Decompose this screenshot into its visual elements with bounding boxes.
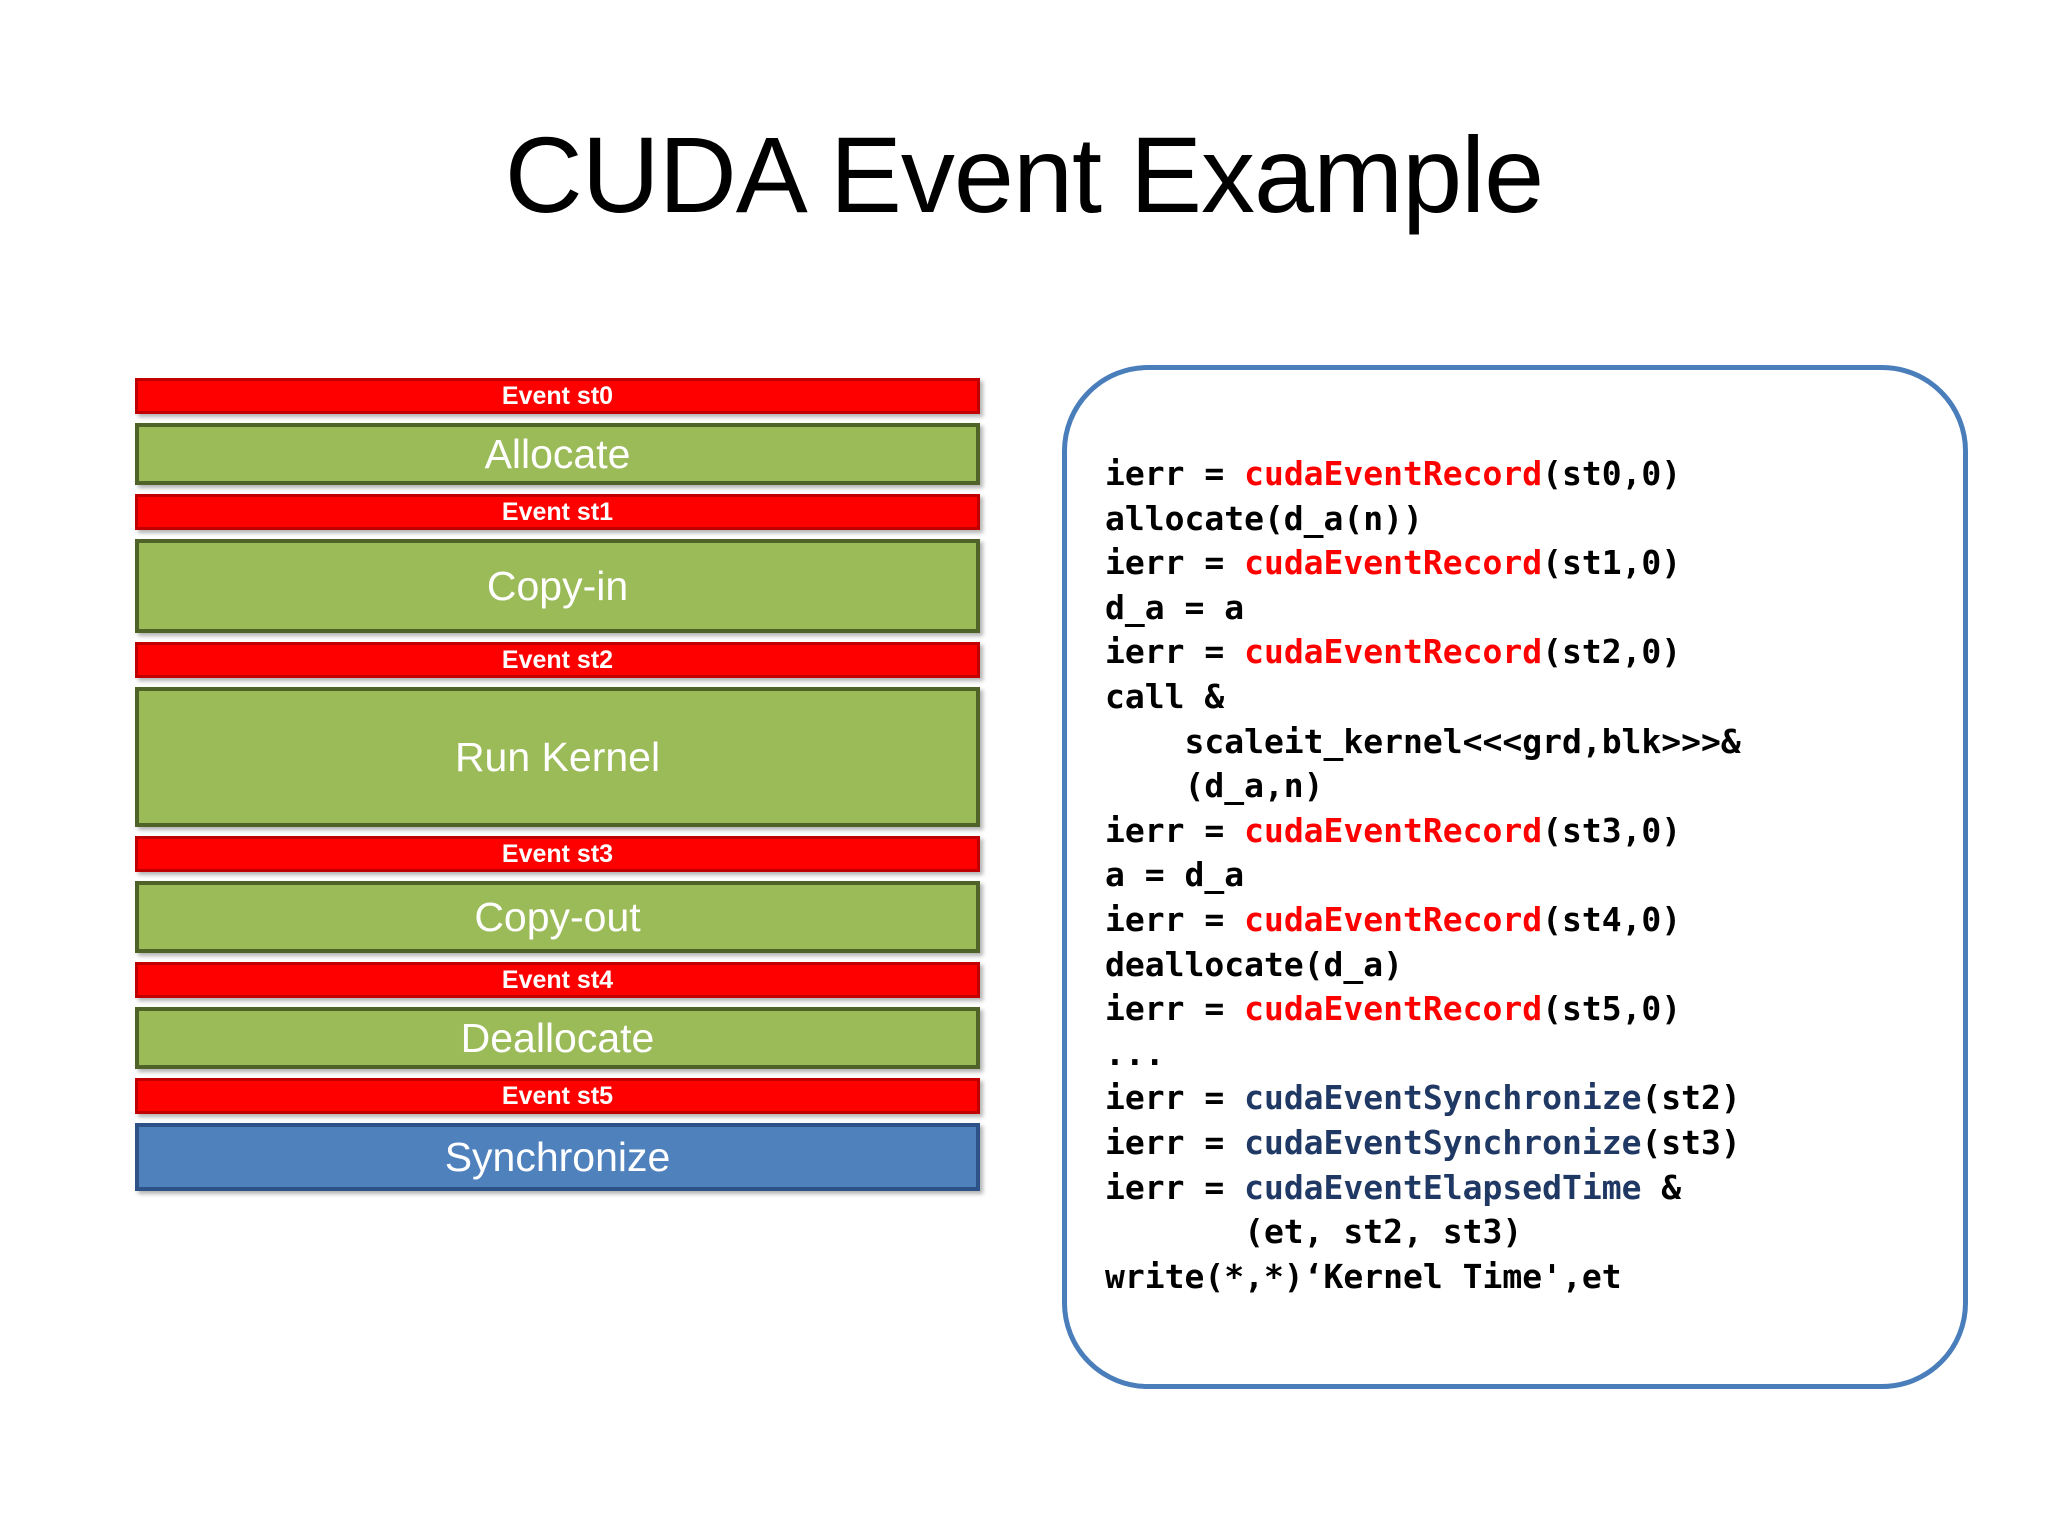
flow-bar-run-kernel[interactable]: Run Kernel (135, 687, 980, 827)
code-text: deallocate(d_a) (1105, 944, 1404, 984)
flow-bar-synchronize[interactable]: Synchronize (135, 1123, 980, 1191)
code-line: (et, st2, st3) (1105, 1210, 1985, 1255)
flow-bar-event-st2[interactable]: Event st2 (135, 642, 980, 678)
code-text: (st5,0) (1542, 989, 1682, 1029)
code-line: ierr = cudaEventRecord(st4,0) (1105, 898, 1985, 943)
code-text: ierr = (1105, 810, 1245, 850)
code-text: (st3) (1641, 1122, 1741, 1162)
flow-bar-label: Copy-out (474, 893, 641, 940)
flow-bar-event-st5[interactable]: Event st5 (135, 1078, 980, 1114)
flow-bar-label: Deallocate (460, 1014, 655, 1061)
code-line: a = d_a (1105, 853, 1985, 898)
code-line: deallocate(d_a) (1105, 943, 1985, 988)
code-keyword: cudaEventRecord (1244, 454, 1543, 493)
flow-bar-label: Copy-in (486, 562, 629, 609)
code-text: ierr = (1105, 1167, 1245, 1207)
code-keyword: cudaEventRecord (1244, 810, 1543, 850)
code-text: & (1641, 1167, 1682, 1207)
flow-bar-label: Synchronize (444, 1133, 671, 1180)
code-text: ierr = (1105, 632, 1245, 672)
flow-bar-label: Run Kernel (454, 733, 661, 780)
flow-bar-label: Event st4 (501, 965, 614, 994)
flow-bar-event-st0[interactable]: Event st0 (135, 378, 980, 414)
flow-bar-label: Event st1 (501, 497, 614, 526)
code-text: ierr = (1105, 989, 1245, 1029)
flow-bar-event-st1[interactable]: Event st1 (135, 494, 980, 530)
code-text: (st1,0) (1542, 543, 1682, 583)
code-line: ierr = cudaEventRecord(st2,0) (1105, 630, 1985, 675)
flow-bar-deallocate[interactable]: Deallocate (135, 1007, 980, 1069)
flow-bar-event-st3[interactable]: Event st3 (135, 836, 980, 872)
code-line: ierr = cudaEventRecord(st3,0) (1105, 809, 1985, 854)
code-text: a = d_a (1105, 855, 1245, 895)
code-text: (st3,0) (1542, 810, 1682, 850)
code-text: (st4,0) (1542, 899, 1682, 939)
flow-bar-label: Allocate (484, 430, 631, 477)
code-keyword: cudaEventElapsedTime (1244, 1167, 1642, 1207)
code-keyword: cudaEventSynchronize (1244, 1078, 1642, 1118)
code-text: ierr = (1105, 1078, 1245, 1118)
code-line: scaleit_kernel<<<grd,blk>>>& (1105, 720, 1985, 765)
code-text: ierr = (1105, 454, 1245, 493)
code-keyword: cudaEventRecord (1244, 632, 1543, 672)
code-text: (st2,0) (1542, 632, 1682, 672)
code-line: ... (1105, 1032, 1985, 1077)
flow-bar-allocate[interactable]: Allocate (135, 423, 980, 485)
code-listing: ierr = cudaEventRecord(st0,0)allocate(d_… (1105, 452, 1985, 1299)
code-text: ierr = (1105, 543, 1245, 583)
code-line: call & (1105, 675, 1985, 720)
code-keyword: cudaEventRecord (1244, 989, 1543, 1029)
code-line: write(*,*)‘Kernel Time',et (1105, 1255, 1985, 1300)
code-text: ierr = (1105, 899, 1245, 939)
code-text: ... (1105, 1033, 1165, 1073)
code-text: scaleit_kernel<<<grd,blk>>>& (1105, 721, 1741, 761)
code-line: ierr = cudaEventRecord(st1,0) (1105, 541, 1985, 586)
code-line: d_a = a (1105, 586, 1985, 631)
code-keyword: cudaEventSynchronize (1244, 1122, 1642, 1162)
code-text: call & (1105, 676, 1225, 716)
code-text: write(*,*)‘Kernel Time',et (1105, 1256, 1622, 1296)
code-keyword: cudaEventRecord (1244, 543, 1543, 583)
code-text: d_a = a (1105, 587, 1245, 627)
code-text: (st2) (1641, 1078, 1741, 1118)
code-line: ierr = cudaEventRecord(st5,0) (1105, 987, 1985, 1032)
flow-bar-label: Event st0 (501, 381, 614, 410)
flow-bar-label: Event st3 (501, 839, 614, 868)
code-line: ierr = cudaEventElapsedTime & (1105, 1166, 1985, 1211)
code-line: (d_a,n) (1105, 764, 1985, 809)
code-line: ierr = cudaEventRecord(st0,0) (1105, 452, 1985, 497)
code-text: ierr = (1105, 1122, 1245, 1162)
code-text: (st0,0) (1542, 454, 1682, 493)
code-text: allocate(d_a(n)) (1105, 498, 1423, 538)
flow-bar-label: Event st5 (501, 1081, 614, 1110)
code-line: ierr = cudaEventSynchronize(st2) (1105, 1076, 1985, 1121)
code-text: (et, st2, st3) (1105, 1212, 1523, 1252)
flow-bar-event-st4[interactable]: Event st4 (135, 962, 980, 998)
flow-bar-label: Event st2 (501, 645, 614, 674)
code-line: ierr = cudaEventSynchronize(st3) (1105, 1121, 1985, 1166)
code-panel-frame (1062, 365, 1968, 1389)
flow-bar-copy-out[interactable]: Copy-out (135, 881, 980, 953)
page-title: CUDA Event Example (504, 114, 1544, 235)
code-text: (d_a,n) (1105, 766, 1324, 806)
code-keyword: cudaEventRecord (1244, 899, 1543, 939)
code-line: allocate(d_a(n)) (1105, 497, 1985, 542)
flow-bar-copy-in[interactable]: Copy-in (135, 539, 980, 633)
